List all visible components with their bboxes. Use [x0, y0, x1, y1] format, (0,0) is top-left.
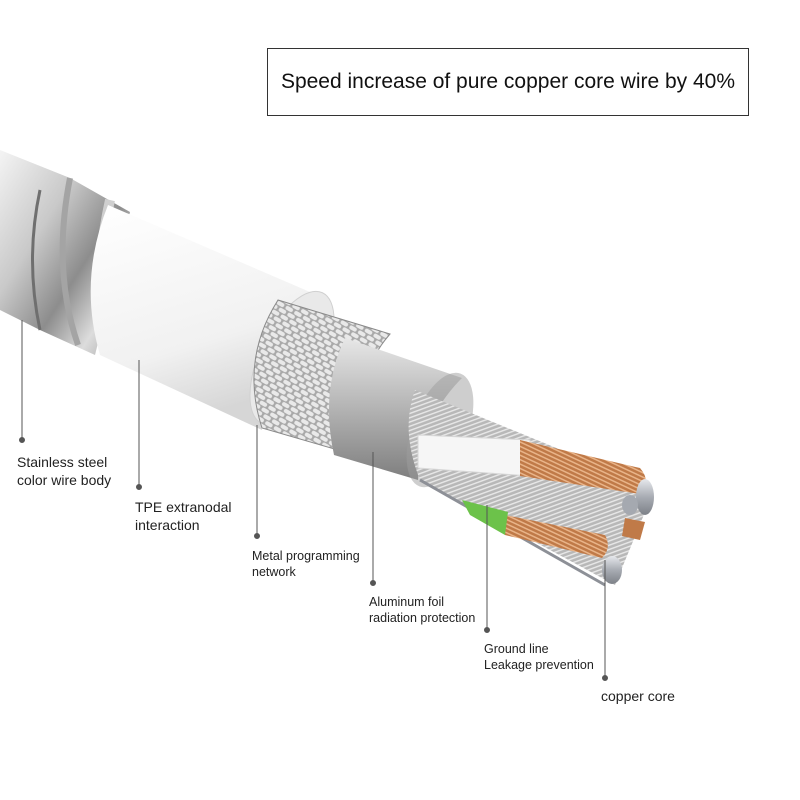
- label-aluminum-foil: Aluminum foil radiation protection: [369, 595, 476, 625]
- leader-foil-dot: [370, 580, 376, 586]
- green-ground-wire: [462, 500, 508, 535]
- headline-box: Speed increase of pure copper core wire …: [267, 48, 749, 116]
- label-stainless-steel: Stainless steel color wire body: [17, 454, 112, 488]
- leader-tpe-dot: [136, 484, 142, 490]
- headline-text: Speed increase of pure copper core wire …: [280, 70, 736, 93]
- leader-lines: [19, 320, 608, 681]
- leader-steel-dot: [19, 437, 25, 443]
- leader-braid-dot: [254, 533, 260, 539]
- leader-ground-dot: [484, 627, 490, 633]
- label-tpe: TPE extranodal interaction: [135, 499, 232, 533]
- label-ground-line: Ground line Leakage prevention: [484, 642, 594, 672]
- leader-copper-dot: [602, 675, 608, 681]
- label-metal-network: Metal programming network: [252, 549, 360, 579]
- copper-cores: [505, 440, 646, 558]
- label-copper-core: copper core: [601, 688, 675, 704]
- silver-strand-ends: [602, 479, 654, 584]
